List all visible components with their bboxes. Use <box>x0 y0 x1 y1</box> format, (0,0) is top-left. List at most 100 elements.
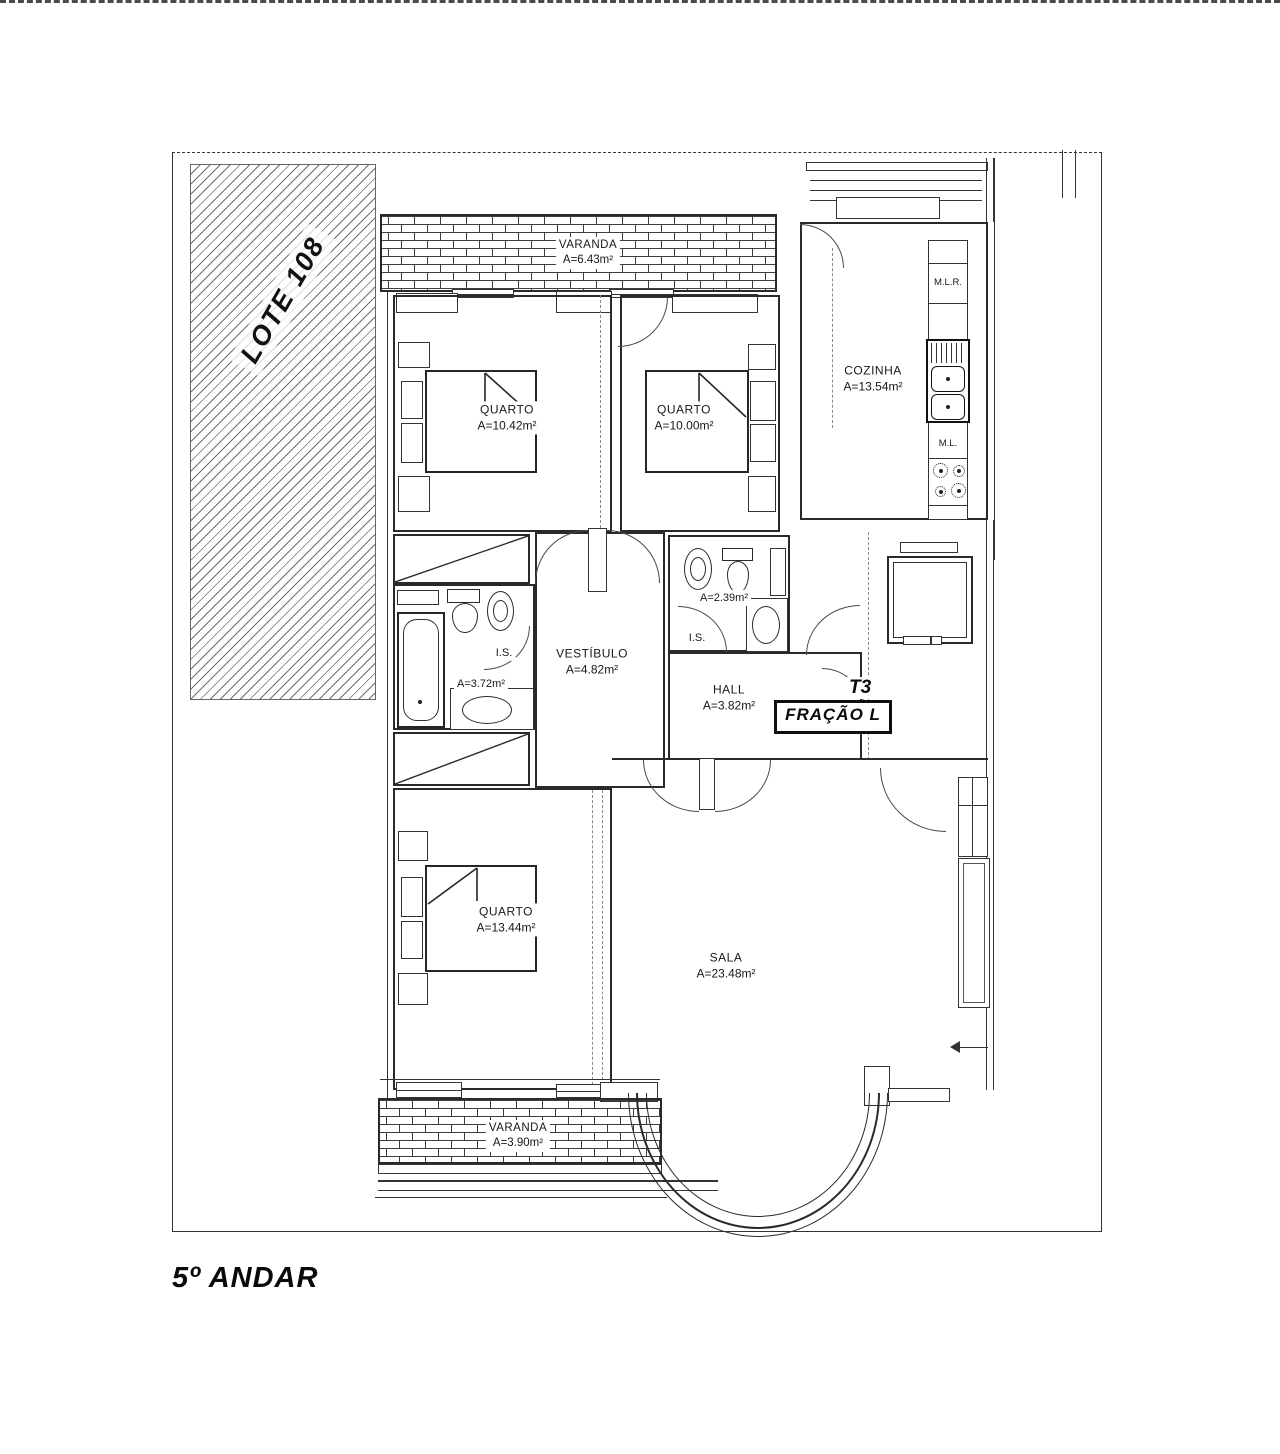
kitchen-zone-dash-line <box>832 248 833 428</box>
varanda-edge-line <box>378 1180 718 1182</box>
sink-drain-dot <box>946 377 950 381</box>
bed-sheet-fold <box>698 372 747 418</box>
nightstand <box>398 831 428 861</box>
nightstand <box>750 381 776 421</box>
wardrobe <box>393 534 530 584</box>
site-boundary <box>172 152 1102 1232</box>
direction-arrow <box>950 1041 960 1053</box>
counter-divider <box>928 505 968 506</box>
tall-window-inner <box>963 863 985 1003</box>
partition-dash-line <box>592 790 593 1090</box>
bidet-inner <box>493 600 508 622</box>
cozinha-label: COZINHA A=13.54m² <box>840 362 906 396</box>
is2-area-label: A=2.39m² <box>697 589 751 607</box>
nightstand <box>401 381 423 419</box>
is1-area-label: A=3.72m² <box>454 675 508 693</box>
bidet <box>684 548 712 590</box>
elevator-door <box>931 636 942 645</box>
bed-sheet-fold <box>427 867 478 905</box>
sala-label: SALA A=23.48m² <box>693 949 759 983</box>
is2-name-label: I.S. <box>685 629 709 647</box>
nightstand <box>401 423 423 463</box>
hall-label: HALL A=3.82m² <box>699 681 759 715</box>
window-sill <box>672 294 758 313</box>
elevator-cab <box>893 562 967 638</box>
elevator-door <box>903 636 931 645</box>
stove-burner <box>935 486 946 497</box>
dresser <box>398 476 430 512</box>
elevator-lintel <box>900 542 958 553</box>
toilet-bowl <box>452 603 478 633</box>
quarto1-room <box>393 295 612 532</box>
sink-bowl <box>931 394 965 420</box>
quarto2-label: QUARTO A=10.00m² <box>651 401 717 435</box>
lote-hatch-area <box>190 164 376 700</box>
stove-burner <box>951 483 966 498</box>
sink-bowl <box>931 366 965 392</box>
sala-top-wall <box>612 758 988 760</box>
bathtub-drain <box>418 700 422 704</box>
adjacent-structure-edge <box>1062 150 1076 198</box>
wardrobe <box>393 732 530 786</box>
fraction-label: FRAÇÃO L <box>774 700 892 734</box>
is2-room <box>668 535 790 652</box>
axis-dash-line <box>868 532 869 760</box>
washbasin <box>462 696 512 724</box>
varanda-top-label: VARANDA A=6.43m² <box>555 237 621 269</box>
bay-joint <box>888 1088 950 1102</box>
bidet-inner <box>690 557 706 581</box>
exterior-wall-outer-line <box>387 292 388 1098</box>
bathtub <box>397 612 445 728</box>
door-pillar <box>588 528 607 592</box>
wall-stub <box>986 158 994 222</box>
stove-burner <box>953 465 965 477</box>
door-pillar <box>699 758 715 810</box>
vestibulo-label: VESTÍBULO A=4.82m² <box>553 645 631 679</box>
stairwell-wall <box>986 520 994 760</box>
varanda-outer-line <box>375 1197 667 1198</box>
washing-machine-label: M.L.R. <box>931 275 965 291</box>
nightstand <box>748 344 776 370</box>
window-sill <box>396 293 458 313</box>
is1-name-label: I.S. <box>492 644 516 662</box>
dresser <box>398 973 428 1005</box>
sink-drain-dot <box>946 405 950 409</box>
nightstand <box>750 424 776 462</box>
axis-dash-line <box>600 295 601 563</box>
window <box>396 1082 462 1098</box>
washbasin <box>752 606 780 644</box>
sala-bottom-wall <box>380 1079 660 1080</box>
window-frame <box>958 777 988 857</box>
bathroom-cabinet <box>770 548 786 596</box>
drainboard-hatch <box>931 343 965 363</box>
dishwasher-label: M.L. <box>935 436 961 452</box>
nightstand <box>401 921 423 959</box>
nightstand <box>401 877 423 917</box>
window-frame-mullion <box>972 777 973 857</box>
varanda-bottom-label: VARANDA A=3.90m² <box>485 1120 551 1152</box>
window-frame-rail <box>958 805 988 806</box>
quarto3-room <box>393 788 612 1090</box>
toilet-tank <box>722 548 753 561</box>
nightstand <box>398 342 430 368</box>
toilet-tank <box>447 589 480 603</box>
dresser <box>748 476 776 512</box>
counter-divider <box>928 263 968 264</box>
unit-type-label: T3 <box>846 677 875 699</box>
varanda-edge-line <box>378 1190 718 1191</box>
partition-dash-line <box>602 790 603 1090</box>
terrace-rail-bar <box>806 162 988 171</box>
page-top-edge <box>0 0 1280 3</box>
quarto3-label: QUARTO A=13.44m² <box>473 903 539 937</box>
bathtub-inner <box>403 619 439 721</box>
arrow-line <box>960 1047 988 1048</box>
cozinha-room <box>800 222 988 520</box>
varanda-edge-band <box>378 1164 662 1174</box>
counter-divider <box>928 458 968 459</box>
quarto2-room <box>620 295 780 532</box>
bathroom-shelf <box>397 590 439 605</box>
terrace-rail-line <box>810 180 982 181</box>
wardrobe-diagonal <box>395 734 528 784</box>
quarto1-label: QUARTO A=10.42m² <box>474 401 540 435</box>
